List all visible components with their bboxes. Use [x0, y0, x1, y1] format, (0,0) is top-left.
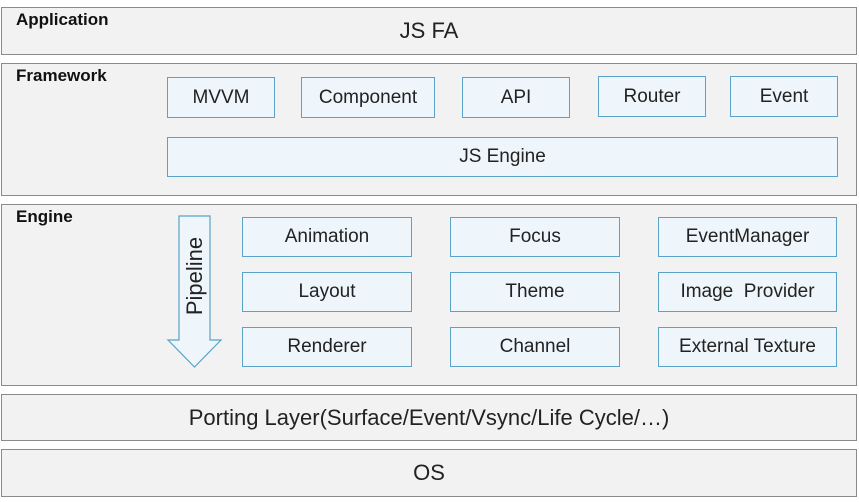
framework-layer: Framework MVVM Component API Router Even…: [1, 63, 857, 196]
os-label: OS: [413, 460, 445, 485]
engine-module-focus: Focus: [450, 217, 620, 257]
os-layer: OS: [1, 449, 857, 497]
porting-layer-label: Porting Layer(Surface/Event/Vsync/Life C…: [188, 404, 670, 430]
engine-module-theme: Theme: [450, 272, 620, 312]
framework-module-mvvm: MVVM: [167, 77, 275, 118]
engine-module-external-texture: External Texture: [658, 327, 837, 367]
js-engine-box: JS Engine: [167, 137, 838, 177]
application-layer: Application JS FA: [1, 7, 857, 55]
engine-module-eventmanager: EventManager: [658, 217, 837, 257]
framework-layer-title: Framework: [16, 66, 107, 85]
porting-layer: Porting Layer(Surface/Event/Vsync/Life C…: [1, 394, 857, 441]
pipeline-label: Pipeline: [182, 236, 207, 316]
framework-module-router: Router: [598, 76, 706, 117]
js-fa-label: JS FA: [399, 18, 459, 43]
engine-module-image-provider: Image Provider: [658, 272, 837, 312]
engine-module-animation: Animation: [242, 217, 412, 257]
engine-module-renderer: Renderer: [242, 327, 412, 367]
framework-module-api: API: [462, 77, 570, 118]
engine-module-layout: Layout: [242, 272, 412, 312]
framework-module-component: Component: [301, 77, 435, 118]
framework-module-event: Event: [730, 76, 838, 117]
application-layer-title: Application: [16, 10, 109, 29]
pipeline-arrow: [166, 215, 223, 368]
engine-layer-title: Engine: [16, 207, 73, 226]
engine-module-channel: Channel: [450, 327, 620, 367]
